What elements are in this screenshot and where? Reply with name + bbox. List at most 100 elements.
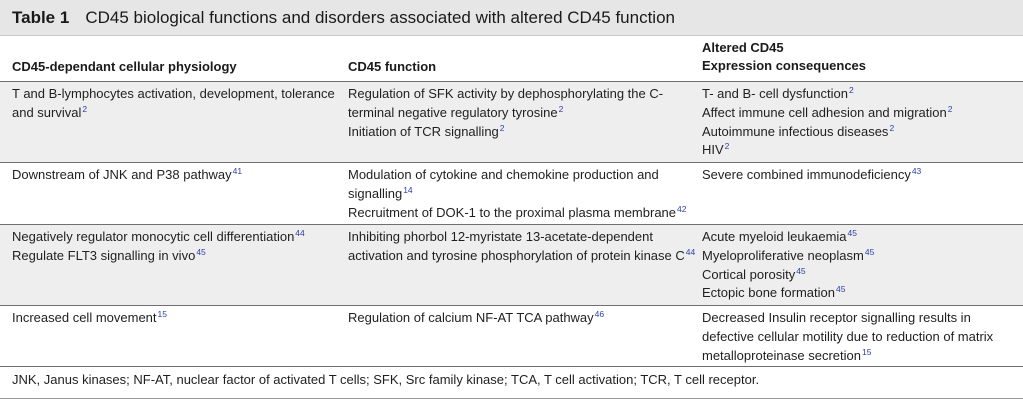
- cell-function: Regulation of SFK activity by dephosphor…: [348, 85, 694, 141]
- cell-text: defective cellular motility due to reduc…: [702, 328, 994, 344]
- cell-line: Severe combined immunodeficiency43: [702, 166, 1014, 185]
- cell-consequences: Severe combined immunodeficiency43: [702, 166, 1014, 185]
- cell-text: Negatively regulator monocytic cell diff…: [12, 229, 295, 244]
- reference-superscript: 45: [847, 228, 857, 238]
- cell-text: metalloproteinase secretion: [702, 347, 861, 363]
- cell-consequences: Decreased Insulin receptor signalling re…: [702, 309, 1014, 365]
- cell-line: T and B-lymphocytes activation, developm…: [12, 85, 337, 104]
- cell-text: Severe combined immunodeficiency: [702, 167, 911, 182]
- table-title: Table 1 CD45 biological functions and dis…: [12, 8, 675, 28]
- cell-line: metalloproteinase secretion15: [702, 347, 1014, 366]
- reference-superscript: 2: [889, 122, 895, 133]
- reference-superscript: 2: [724, 141, 730, 152]
- cell-line: Ectopic bone formation45: [702, 284, 1014, 303]
- cell-line: Negatively regulator monocytic cell diff…: [12, 228, 337, 247]
- cell-text: Modulation of cytokine and chemokine pro…: [348, 167, 659, 182]
- reference-superscript: 43: [911, 166, 922, 176]
- table-title-bar: Table 1 CD45 biological functions and dis…: [0, 0, 1023, 36]
- cell-text: Recruitment of DOK-1 to the proximal pla…: [348, 204, 677, 220]
- cell-line: Affect immune cell adhesion and migratio…: [702, 104, 1014, 123]
- cell-line: Initiation of TCR signalling2: [348, 123, 694, 142]
- table-row: Negatively regulator monocytic cell diff…: [0, 225, 1023, 306]
- cell-line: defective cellular motility due to reduc…: [702, 328, 1014, 347]
- cell-text: Autoimmune infectious diseases: [702, 123, 889, 139]
- header-consequences: Altered CD45 Expression consequences: [702, 39, 1014, 75]
- header-consequences-line-2: Expression consequences: [702, 58, 867, 73]
- cell-line: HIV2: [702, 141, 1014, 160]
- cell-text: Inhibiting phorbol 12-myristate 13-aceta…: [348, 229, 653, 244]
- reference-superscript: 2: [947, 103, 953, 114]
- header-physiology: CD45-dependant cellular physiology: [12, 59, 237, 74]
- cell-line: Acute myeloid leukaemia45: [702, 228, 1014, 247]
- cell-text: activation and tyrosine phosphorylation …: [348, 247, 685, 263]
- cell-text: Downstream of JNK and P38 pathway: [12, 167, 232, 182]
- cell-text: Acute myeloid leukaemia: [702, 229, 847, 244]
- reference-superscript: 42: [677, 203, 687, 214]
- reference-superscript: 44: [295, 228, 305, 238]
- cell-line: Recruitment of DOK-1 to the proximal pla…: [348, 204, 694, 223]
- cell-line: Cortical porosity45: [702, 266, 1014, 285]
- cell-function: Regulation of calcium NF-AT TCA pathway4…: [348, 309, 694, 328]
- cell-text: Ectopic bone formation: [702, 285, 835, 301]
- reference-superscript: 44: [685, 246, 696, 257]
- reference-superscript: 2: [82, 103, 88, 114]
- cell-line: Decreased Insulin receptor signalling re…: [702, 309, 1014, 328]
- cell-text: terminal negative regulatory tyrosine: [348, 104, 558, 120]
- bottom-rule: [0, 398, 1023, 399]
- reference-superscript: 15: [861, 346, 872, 357]
- reference-superscript: 45: [796, 265, 806, 276]
- cell-physiology: Increased cell movement15: [12, 309, 337, 328]
- cell-text: Decreased Insulin receptor signalling re…: [702, 310, 971, 325]
- cell-text: Myeloproliferative neoplasm: [702, 247, 864, 263]
- reference-superscript: 45: [196, 246, 206, 257]
- reference-superscript: 45: [864, 246, 875, 257]
- table-label: Table 1: [12, 8, 70, 27]
- cell-text: HIV: [702, 142, 724, 158]
- header-consequences-line-1: Altered CD45: [702, 40, 784, 55]
- cell-physiology: Negatively regulator monocytic cell diff…: [12, 228, 337, 266]
- cell-text: T- and B- cell dysfunction: [702, 86, 848, 101]
- reference-superscript: 41: [232, 166, 243, 176]
- table-header-row: CD45-dependant cellular physiology CD45 …: [0, 36, 1023, 82]
- cell-function: Modulation of cytokine and chemokine pro…: [348, 166, 694, 222]
- reference-superscript: 2: [848, 85, 854, 95]
- cell-line: T- and B- cell dysfunction2: [702, 85, 1014, 104]
- cell-text: Affect immune cell adhesion and migratio…: [702, 104, 947, 120]
- cell-line: Regulation of SFK activity by dephosphor…: [348, 85, 694, 104]
- table-row: Downstream of JNK and P38 pathway41 Modu…: [0, 163, 1023, 225]
- header-function: CD45 function: [348, 59, 437, 74]
- table-footnote: JNK, Janus kinases; NF-AT, nuclear facto…: [12, 372, 760, 387]
- cell-line: Myeloproliferative neoplasm45: [702, 247, 1014, 266]
- table-row: Increased cell movement15 Regulation of …: [0, 306, 1023, 367]
- reference-superscript: 15: [157, 309, 167, 319]
- cell-line: Inhibiting phorbol 12-myristate 13-aceta…: [348, 228, 694, 247]
- cell-text: and survival: [12, 104, 82, 120]
- cell-text: Increased cell movement: [12, 310, 157, 325]
- cell-physiology: T and B-lymphocytes activation, developm…: [12, 85, 337, 123]
- reference-superscript: 2: [499, 122, 505, 133]
- cell-line: signalling14: [348, 185, 694, 204]
- cell-text: Regulate FLT3 signalling in vivo: [12, 247, 196, 263]
- cell-text: signalling: [348, 185, 403, 201]
- cell-text: T and B-lymphocytes activation, developm…: [12, 86, 335, 101]
- cell-line: Autoimmune infectious diseases2: [702, 123, 1014, 142]
- cell-text: Regulation of SFK activity by dephosphor…: [348, 86, 664, 101]
- reference-superscript: 45: [835, 284, 846, 295]
- cell-text: Regulation of calcium NF-AT TCA pathway: [348, 310, 594, 325]
- cell-physiology: Downstream of JNK and P38 pathway41: [12, 166, 337, 185]
- cell-line: activation and tyrosine phosphorylation …: [348, 246, 696, 266]
- cell-text: Cortical porosity: [702, 266, 796, 282]
- reference-superscript: 46: [594, 309, 605, 319]
- cell-line: Modulation of cytokine and chemokine pro…: [348, 166, 694, 185]
- cell-text: Initiation of TCR signalling: [348, 123, 499, 139]
- cell-line: Downstream of JNK and P38 pathway41: [12, 166, 337, 185]
- cell-line: and survival2: [12, 104, 337, 123]
- cell-line: terminal negative regulatory tyrosine2: [348, 104, 694, 123]
- table-caption: CD45 biological functions and disorders …: [85, 8, 675, 27]
- cell-line: Regulate FLT3 signalling in vivo45: [12, 247, 337, 266]
- reference-superscript: 2: [558, 103, 564, 114]
- reference-superscript: 14: [403, 184, 413, 195]
